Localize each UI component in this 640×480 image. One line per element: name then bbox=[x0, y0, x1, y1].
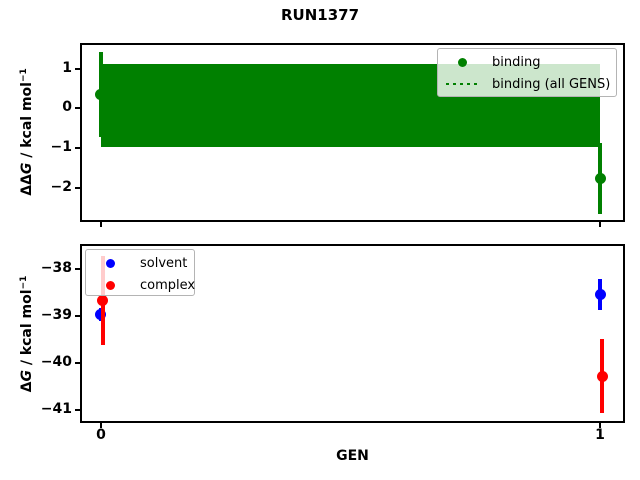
x-tick-mark bbox=[599, 423, 602, 428]
legend-label: binding (all GENS) bbox=[492, 76, 611, 92]
legend-entry: binding bbox=[446, 51, 608, 73]
y-tick-mark bbox=[75, 408, 80, 411]
y-tick-mark bbox=[75, 361, 80, 364]
bottom-y-axis-label: ΔG / kcal mol−1 bbox=[19, 276, 35, 393]
y-tick-mark bbox=[75, 107, 80, 110]
x-tick-mark bbox=[599, 222, 602, 227]
y-tick-label: −2 bbox=[50, 178, 72, 195]
y-tick-label: 1 bbox=[62, 59, 72, 76]
legend-dotted-line-icon bbox=[446, 83, 478, 85]
x-tick-label: 1 bbox=[595, 427, 605, 443]
legend-marker-glyph bbox=[446, 83, 478, 85]
x-tick-label: 0 bbox=[96, 427, 106, 443]
legend-dot-icon bbox=[446, 57, 478, 67]
legend-entry: complex bbox=[94, 274, 195, 296]
legend-label: binding bbox=[492, 54, 541, 70]
legend-entry: binding (all GENS) bbox=[446, 73, 611, 95]
ylabel-superscript: −1 bbox=[19, 275, 29, 290]
y-tick-label: −41 bbox=[40, 400, 72, 417]
data-point-marker bbox=[97, 295, 109, 307]
legend-label: solvent bbox=[140, 255, 188, 271]
top-y-axis-label: ΔΔG / kcal mol−1 bbox=[19, 68, 35, 196]
legend-label: complex bbox=[140, 277, 196, 293]
ylabel-variable: G bbox=[19, 370, 35, 382]
legend-box: solvent complex bbox=[85, 249, 195, 296]
y-tick-mark bbox=[75, 146, 80, 149]
y-tick-label: −38 bbox=[40, 259, 72, 276]
legend-dot-icon bbox=[94, 258, 126, 268]
y-tick-label: 0 bbox=[62, 99, 72, 116]
data-point-marker bbox=[95, 88, 107, 100]
x-axis-label: GEN bbox=[336, 448, 369, 464]
data-point-marker bbox=[594, 288, 606, 300]
y-tick-mark bbox=[75, 267, 80, 270]
y-tick-mark bbox=[75, 314, 80, 317]
legend-entry: solvent bbox=[94, 252, 188, 274]
y-tick-label: −40 bbox=[40, 353, 72, 370]
legend-marker-glyph bbox=[457, 57, 467, 67]
chart-title: RUN1377 bbox=[280, 6, 360, 24]
legend-marker-glyph bbox=[105, 280, 115, 290]
ylabel-variable: G bbox=[19, 162, 35, 175]
data-point-marker bbox=[594, 172, 606, 184]
x-tick-mark bbox=[99, 222, 102, 227]
legend-box: binding binding (all GENS) bbox=[437, 48, 617, 97]
y-tick-label: −1 bbox=[50, 138, 72, 155]
legend-dot-icon bbox=[94, 280, 126, 290]
top-subplot bbox=[80, 43, 625, 222]
bottom-subplot bbox=[80, 244, 625, 423]
legend-marker-glyph bbox=[105, 258, 115, 268]
x-tick-mark bbox=[99, 423, 102, 428]
y-tick-mark bbox=[75, 67, 80, 70]
y-tick-mark bbox=[75, 186, 80, 189]
data-point-marker bbox=[596, 370, 608, 382]
ylabel-prefix: Δ bbox=[19, 381, 35, 393]
y-tick-label: −39 bbox=[40, 306, 72, 323]
